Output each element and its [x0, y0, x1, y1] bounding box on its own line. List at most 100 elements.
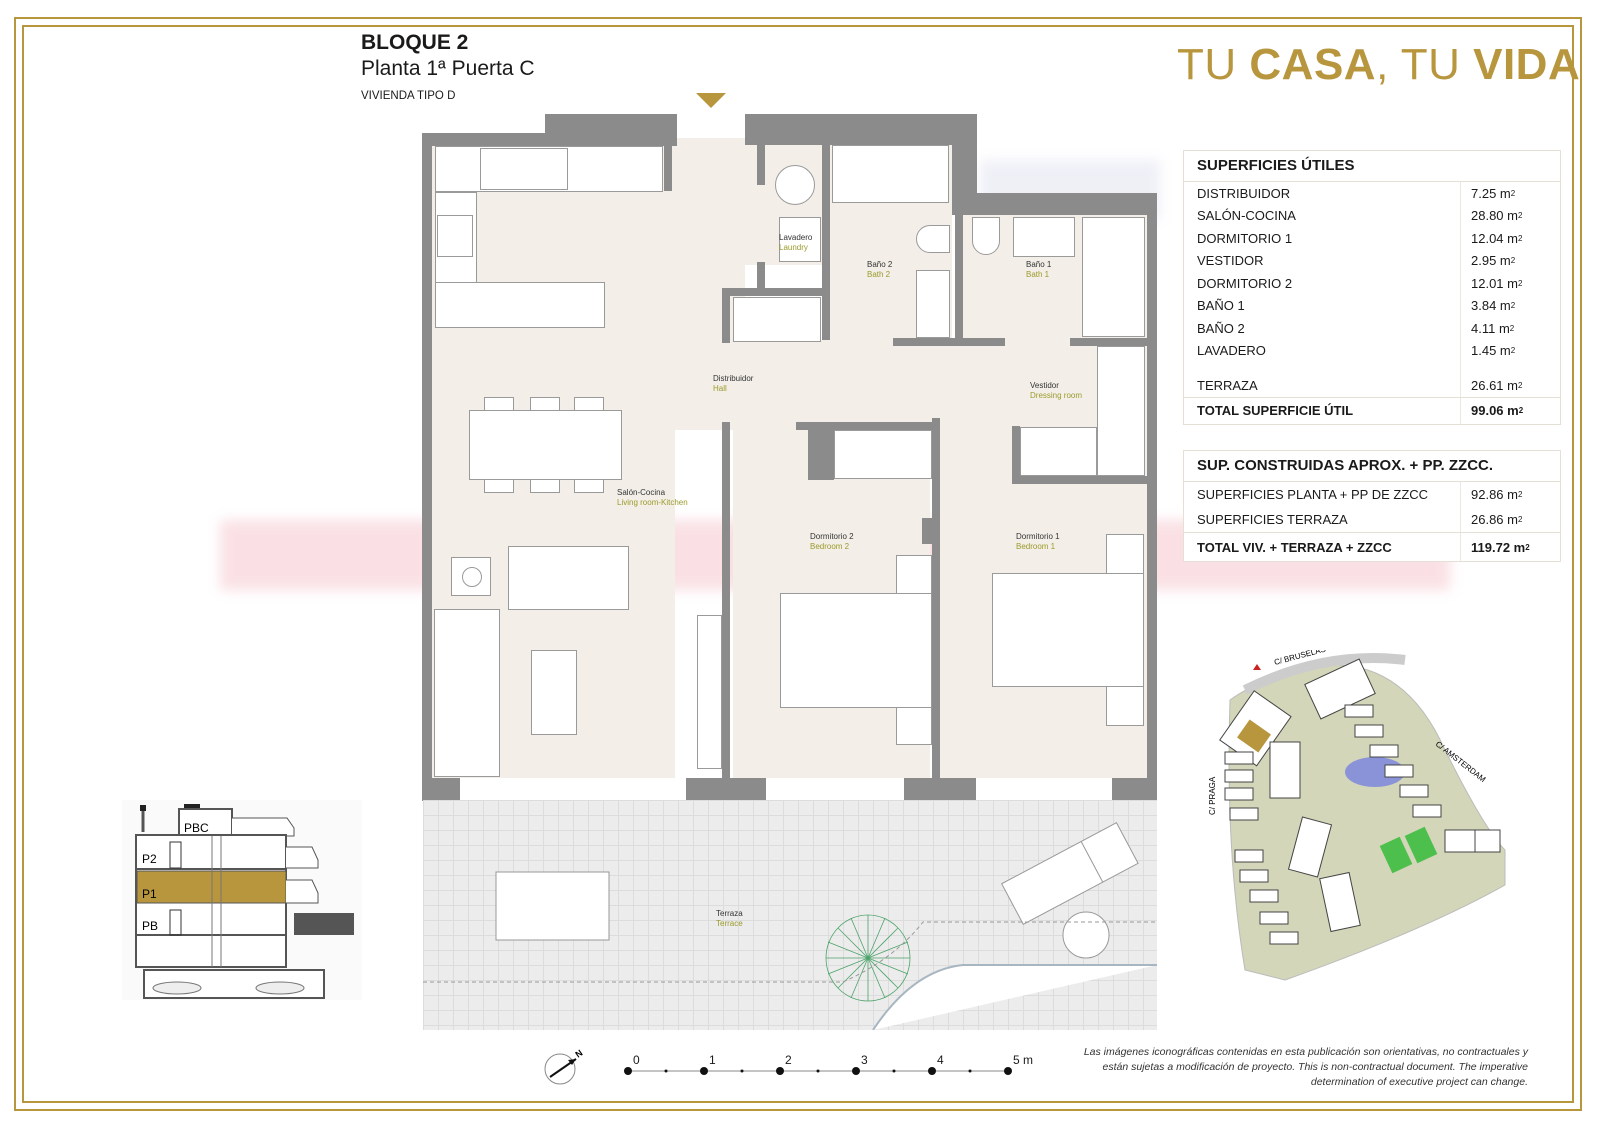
sink-bath2 — [916, 270, 950, 338]
wardrobe-dressing — [1020, 427, 1097, 476]
unit-subtitle: Planta 1ª Puerta C — [361, 57, 535, 80]
dining-chair — [574, 397, 604, 411]
wall-closet-top — [722, 288, 828, 296]
section-level-pbc: PBC — [184, 821, 209, 835]
kitchen-sink — [480, 148, 568, 190]
built-areas-table: SUP. CONSTRUIDAS APROX. + PP. ZZCC. SUPE… — [1183, 450, 1561, 562]
wall-north-4 — [952, 193, 1155, 215]
floor-hall — [675, 340, 1147, 430]
dining-chair — [484, 397, 514, 411]
scale-tick-5: 5 m — [1013, 1053, 1034, 1067]
built-areas-title: SUP. CONSTRUIDAS APROX. + PP. ZZCC. — [1184, 451, 1560, 482]
scale-tick-0: 0 — [633, 1053, 640, 1067]
slogan-part: TU — [1177, 40, 1250, 89]
coffee-table — [531, 650, 577, 735]
wall-bath2-south — [893, 338, 958, 346]
dining-chair — [574, 479, 604, 493]
wall-bath2-west — [822, 145, 830, 340]
wall-closet-side — [722, 288, 730, 343]
kitchen-island — [435, 282, 605, 328]
wall-bedroom2-west — [722, 422, 730, 778]
scale-tick-1: 1 — [709, 1053, 716, 1067]
section-level-pb: PB — [142, 919, 158, 933]
slogan: TU CASA, TU VIDA — [1177, 40, 1580, 90]
scale-tick-3: 3 — [861, 1053, 868, 1067]
wall-laundry-1 — [757, 145, 765, 185]
wardrobe-hall — [733, 297, 821, 342]
table-spacer — [1184, 362, 1560, 374]
armchair-sofa — [508, 546, 629, 610]
section-level-p2: P2 — [142, 852, 157, 866]
shower-bath1 — [1082, 217, 1145, 337]
tv-unit — [697, 615, 722, 769]
wall-west — [422, 133, 432, 801]
disclaimer-line: Las imágenes iconográficas contenidas en… — [1083, 1046, 1528, 1058]
wall-east — [1147, 193, 1157, 801]
terrace-furniture — [423, 822, 1157, 1030]
useful-areas-title: SUPERFICIES ÚTILES — [1184, 151, 1560, 182]
slogan-part-bold: VIDA — [1473, 40, 1581, 89]
wardrobe-dressing-vertical — [1097, 346, 1145, 476]
wall-bedroom2-north — [796, 422, 936, 430]
block-title: BLOQUE 2 — [361, 31, 469, 54]
wall-south-4 — [1112, 778, 1157, 801]
north-arrow-icon — [544, 1053, 576, 1085]
wall-south-3 — [904, 778, 976, 801]
inner-gold-border — [22, 25, 1574, 1103]
dining-chair — [530, 397, 560, 411]
wall-laundry-2 — [757, 262, 765, 290]
street-praga: C/ PRAGA — [1208, 776, 1217, 815]
dining-chair — [530, 479, 560, 493]
scale-tick-4: 4 — [937, 1053, 944, 1067]
dining-table — [469, 410, 622, 480]
bed-bedroom1 — [992, 573, 1144, 687]
scale-bar: N — [544, 1048, 1012, 1085]
wall-north-1 — [422, 133, 547, 146]
slogan-part: , TU — [1376, 40, 1474, 89]
site-plan-map: C/ BRUSELAS C/ AMSTERDAM C/ PRAGA — [1208, 650, 1506, 981]
entrance-arrow-icon — [696, 93, 726, 108]
washing-machine — [775, 165, 815, 205]
cooktop — [437, 215, 473, 257]
laundry-sink — [779, 217, 821, 262]
wall-bedroom1-north — [1012, 476, 1147, 484]
dwelling-type: VIVIENDA TIPO D — [361, 90, 456, 102]
wall-south-2 — [686, 778, 766, 801]
wall-north-2 — [545, 114, 677, 146]
bathtub-bath2 — [832, 145, 949, 203]
wall-bedroom-divider — [932, 418, 940, 778]
sofa — [434, 609, 500, 777]
dining-chair — [484, 479, 514, 493]
wall-bedroom2-pillar — [808, 422, 834, 480]
slogan-part-bold: CASA — [1249, 40, 1377, 89]
section-level-p1: P1 — [142, 887, 157, 901]
disclaimer: Las imágenes iconográficas contenidas en… — [1008, 1045, 1528, 1090]
disclaimer-line: determination of executive project can c… — [1310, 1076, 1528, 1088]
wall-divider-jog — [922, 518, 934, 544]
site-entrance-marker-icon — [1253, 664, 1261, 670]
wall-south-1 — [422, 778, 460, 801]
wardrobe-bedroom2 — [834, 430, 932, 479]
sink-bath1 — [1013, 217, 1075, 257]
